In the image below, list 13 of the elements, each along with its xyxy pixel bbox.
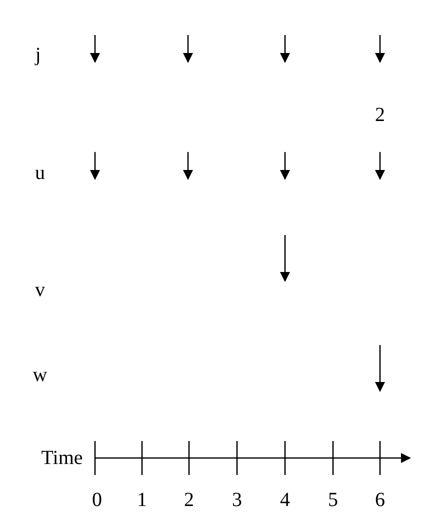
tick-label: 6: [375, 489, 385, 511]
row-label: w: [32, 364, 48, 386]
tick-label: 5: [328, 489, 338, 511]
tick-label: 0: [92, 489, 102, 511]
row-label: v: [35, 279, 45, 301]
tick-label: 3: [232, 489, 242, 511]
axis-label: Time: [41, 447, 83, 469]
tick-label: 1: [137, 489, 147, 511]
tick-label: 4: [280, 489, 290, 511]
row-label: j: [35, 44, 41, 66]
row-label: u: [35, 162, 45, 184]
count-label: 2: [375, 104, 385, 126]
tick-label: 2: [184, 489, 194, 511]
